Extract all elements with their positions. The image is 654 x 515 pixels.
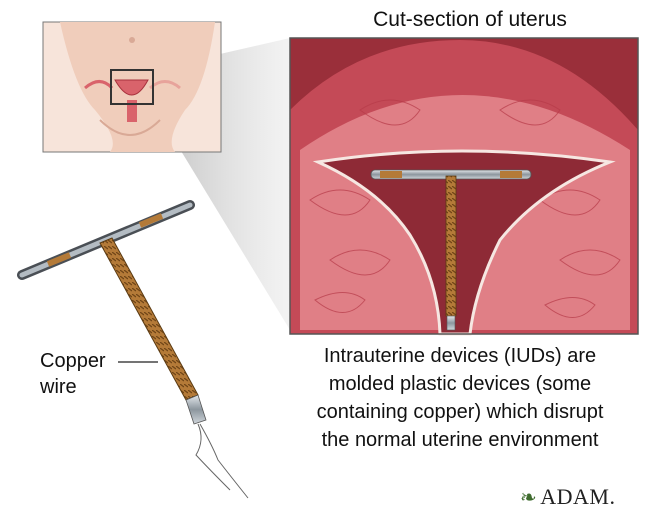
brand-text: ADAM. [540, 484, 615, 509]
copper-wire-label: Copper wire [40, 348, 106, 400]
description-line-3: containing copper) which disrupt [270, 398, 650, 426]
description-line-2: molded plastic devices (some [270, 370, 650, 398]
brand-logo: ❧ADAM. [520, 484, 616, 510]
leaf-icon: ❧ [520, 487, 537, 509]
copper-label-line-2: wire [40, 374, 106, 400]
figure-title: Cut-section of uterus [300, 8, 640, 32]
uterus-cut-section [290, 38, 638, 334]
description: Intrauterine devices (IUDs) are molded p… [270, 342, 650, 454]
description-line-1: Intrauterine devices (IUDs) are [270, 342, 650, 370]
body-thumbnail [43, 22, 221, 152]
copper-label-line-1: Copper [40, 348, 106, 374]
description-line-4: the normal uterine environment [270, 426, 650, 454]
